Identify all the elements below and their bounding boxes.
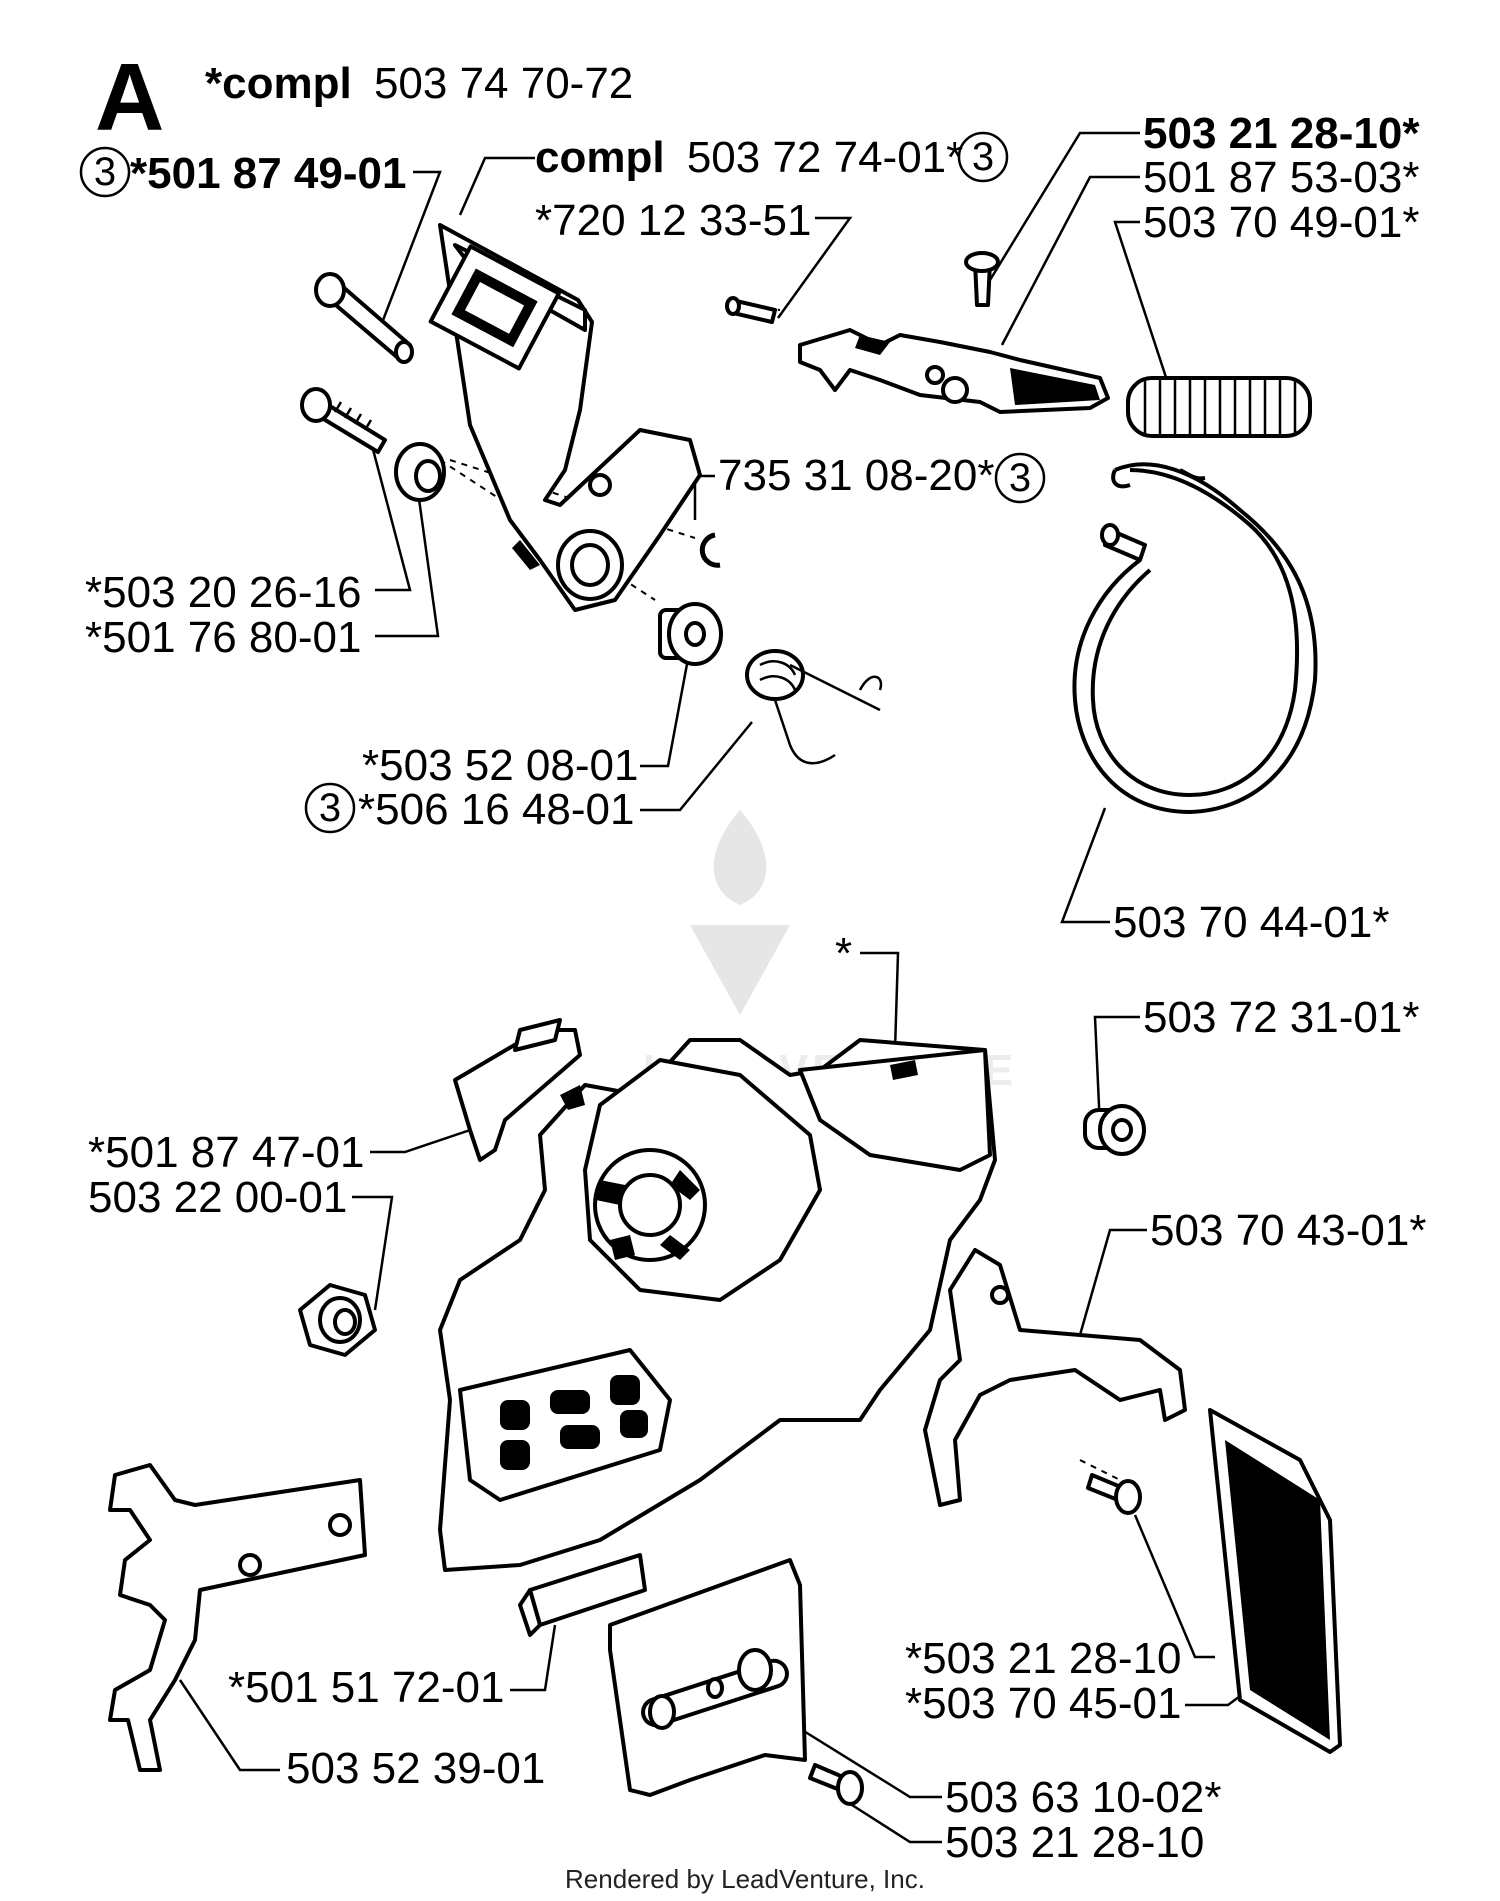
label-503704301[interactable]: 503 70 43-01*: [1150, 1206, 1426, 1255]
label-compl-main-number: 503 74 70-72: [374, 59, 633, 108]
brake-lever[interactable]: [798, 328, 1110, 414]
label-501874701[interactable]: *501 87 47-01: [88, 1128, 364, 1177]
clutch-cover[interactable]: [438, 1038, 997, 1572]
svg-text:3: 3: [319, 786, 341, 830]
label-503202616[interactable]: *503 20 26-16: [85, 568, 361, 617]
label-503723101[interactable]: 503 72 31-01*: [1143, 993, 1419, 1042]
rubber-block[interactable]: [518, 1553, 647, 1637]
brake-band[interactable]: [1072, 462, 1318, 815]
bar-screw[interactable]: [808, 1763, 864, 1806]
chain-guard-screw[interactable]: [1086, 1473, 1142, 1515]
label-503704501[interactable]: *503 70 45-01: [905, 1679, 1181, 1728]
leader-lines: [178, 131, 1256, 1844]
label-compl-main-prefix: *compl: [205, 59, 352, 108]
label-503220001[interactable]: 503 22 00-01: [88, 1173, 347, 1222]
label-503520801[interactable]: *503 52 08-01: [362, 741, 638, 790]
section-letter: A: [95, 44, 164, 151]
small-screw[interactable]: [964, 251, 1000, 307]
guide-bar-plate[interactable]: [608, 1558, 807, 1797]
label-compl-cover-prefix: compl: [535, 133, 665, 182]
hand-guard-lever[interactable]: [428, 223, 702, 612]
callout-3-badge: 3: [79, 146, 131, 198]
pin[interactable]: [725, 296, 777, 324]
flange-nut[interactable]: [298, 1283, 377, 1357]
label-501875303[interactable]: 501 87 53-03*: [1143, 153, 1419, 202]
screw[interactable]: [300, 387, 387, 454]
label-compl-cover-number: 503 72 74-01*: [687, 133, 963, 182]
label-503212810-bold[interactable]: 503 21 28-10*: [1143, 109, 1420, 158]
label-503631002[interactable]: 503 63 10-02*: [945, 1773, 1221, 1822]
footer-credit: Rendered by LeadVenture, Inc.: [565, 1864, 925, 1894]
label-star[interactable]: *: [835, 929, 852, 978]
svg-text:3: 3: [972, 135, 994, 179]
label-503212810-a[interactable]: *503 21 28-10: [905, 1634, 1181, 1683]
label-503523901[interactable]: 503 52 39-01: [286, 1744, 545, 1793]
label-720123351[interactable]: *720 12 33-51: [535, 196, 811, 245]
svg-text:3: 3: [1009, 456, 1031, 500]
label-503704901[interactable]: 503 70 49-01*: [1143, 198, 1419, 247]
label-501517201[interactable]: *501 51 72-01: [228, 1663, 504, 1712]
torsion-spring[interactable]: [745, 649, 883, 765]
label-503212810-c[interactable]: 503 21 28-10: [945, 1818, 1204, 1867]
label-735310820[interactable]: 735 31 08-20*: [718, 451, 994, 500]
label-501768001[interactable]: *501 76 80-01: [85, 613, 361, 662]
shoulder-bolt[interactable]: [314, 272, 414, 364]
label-503704401[interactable]: 503 70 44-01*: [1113, 898, 1389, 947]
callout-3-text: 3: [94, 150, 116, 194]
callout-3-badge: 3: [304, 782, 356, 834]
washer[interactable]: [394, 442, 446, 502]
coil-spring[interactable]: [1126, 376, 1312, 438]
felt-pad[interactable]: [1208, 1408, 1342, 1754]
label-compl-main[interactable]: *compl 503 74 70-72: [205, 59, 633, 108]
bushing[interactable]: [658, 602, 723, 666]
label-501874901[interactable]: *501 87 49-01: [130, 149, 406, 198]
callout-3-badge: 3: [994, 452, 1046, 504]
circlip[interactable]: [699, 532, 721, 568]
callout-3-badge: 3: [957, 131, 1009, 183]
chain-guard-plate[interactable]: [923, 1248, 1187, 1507]
label-506164801[interactable]: *506 16 48-01: [358, 785, 634, 834]
cover-flap[interactable]: [453, 1018, 582, 1162]
label-compl-cover[interactable]: compl 503 72 74-01*: [535, 133, 963, 182]
rubber-grommet[interactable]: [1083, 1104, 1146, 1156]
combination-tool[interactable]: [108, 1463, 367, 1772]
